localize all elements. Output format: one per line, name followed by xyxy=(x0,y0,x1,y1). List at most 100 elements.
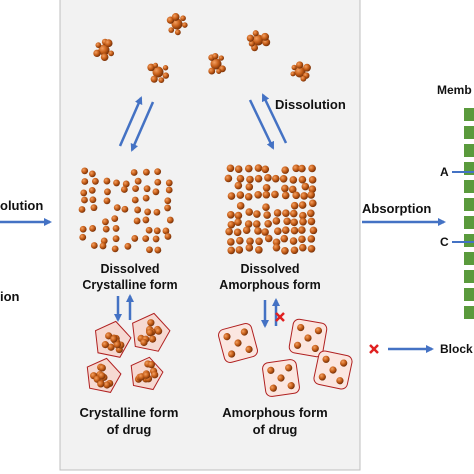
particle xyxy=(318,373,326,381)
particle xyxy=(144,208,152,216)
particle xyxy=(234,165,243,173)
particle xyxy=(298,164,306,173)
particle xyxy=(145,226,153,234)
particle xyxy=(299,218,307,226)
particle xyxy=(101,341,109,349)
particle xyxy=(171,13,180,21)
particle xyxy=(99,242,107,250)
particle xyxy=(254,190,262,199)
particle xyxy=(290,218,298,227)
double-arrow-icon xyxy=(248,93,288,150)
particle xyxy=(124,242,132,250)
amorphous-drug-particles xyxy=(218,318,353,397)
left-partial-label: ion xyxy=(0,289,20,304)
particle xyxy=(262,190,271,199)
particle xyxy=(164,233,172,240)
particle xyxy=(90,242,98,249)
particle xyxy=(277,374,285,382)
particle xyxy=(307,235,316,243)
particle xyxy=(147,63,155,72)
particle xyxy=(280,234,289,243)
particle xyxy=(102,218,109,226)
dissolved-crystalline-particles xyxy=(78,167,174,254)
dissolved-amorphous-line2: Amorphous form xyxy=(219,277,321,292)
particle xyxy=(283,217,291,226)
particle xyxy=(264,174,272,182)
particle xyxy=(298,235,306,244)
amorphous-drug-line2: of drug xyxy=(252,421,298,437)
particle xyxy=(120,186,128,193)
particle xyxy=(162,227,170,235)
amorphous-particle xyxy=(313,350,353,390)
particle xyxy=(80,189,88,197)
particle xyxy=(146,246,153,254)
particle xyxy=(79,225,87,233)
particle xyxy=(273,209,282,217)
particle xyxy=(227,238,235,246)
dissolved-crystalline-line2: Crystalline form xyxy=(82,277,178,292)
particle xyxy=(132,185,139,193)
particle xyxy=(291,64,297,71)
particle xyxy=(303,63,311,72)
particle xyxy=(308,199,317,208)
particle xyxy=(224,174,233,183)
particle xyxy=(301,182,310,191)
particle xyxy=(289,176,298,184)
particle xyxy=(307,217,316,226)
amorphous-particle xyxy=(262,359,300,397)
dissolved-amorphous-line1: Dissolved xyxy=(240,262,300,276)
particle xyxy=(245,345,253,353)
particle xyxy=(142,194,150,202)
particle xyxy=(210,58,222,70)
particle xyxy=(182,22,188,28)
particle xyxy=(253,210,261,218)
particle xyxy=(134,206,142,214)
particle xyxy=(227,210,235,219)
site-a-label: A xyxy=(440,165,449,179)
particle xyxy=(282,209,290,217)
double-arrow-icon xyxy=(114,294,134,322)
particle xyxy=(322,355,330,363)
particle xyxy=(336,377,344,385)
particle xyxy=(262,203,270,211)
particle xyxy=(228,350,236,358)
particle xyxy=(307,191,315,199)
particle xyxy=(154,178,162,186)
particle xyxy=(308,185,317,194)
membrane-segment xyxy=(464,234,474,247)
particle xyxy=(261,228,269,236)
particle xyxy=(100,53,109,61)
particle xyxy=(289,209,298,218)
particle xyxy=(93,49,101,58)
crystalline-drug-crystals xyxy=(86,312,171,393)
particle xyxy=(242,226,251,235)
membrane-segment xyxy=(464,198,474,211)
particle xyxy=(292,191,300,200)
particle xyxy=(164,204,171,212)
particle xyxy=(298,243,307,252)
particle xyxy=(254,164,263,172)
membrane-segment xyxy=(464,126,474,139)
particle xyxy=(235,246,244,254)
molecule-cluster-icon xyxy=(93,13,311,84)
particle xyxy=(153,227,161,235)
particle xyxy=(299,211,307,220)
particle xyxy=(97,380,105,388)
particle xyxy=(152,235,160,243)
particle xyxy=(271,190,279,199)
particle xyxy=(143,185,151,193)
particle xyxy=(252,34,264,46)
particle xyxy=(142,235,150,243)
particle xyxy=(245,244,254,252)
particle xyxy=(244,220,253,228)
particle xyxy=(208,67,216,75)
particle xyxy=(281,247,289,255)
particle xyxy=(131,235,139,242)
crystalline-drug-label: Crystalline form of drug xyxy=(66,405,192,439)
particle xyxy=(165,186,173,194)
particle xyxy=(113,179,120,187)
particle xyxy=(103,197,111,205)
double-arrow-icon xyxy=(118,96,155,152)
particle xyxy=(212,52,219,60)
particle xyxy=(81,167,89,175)
